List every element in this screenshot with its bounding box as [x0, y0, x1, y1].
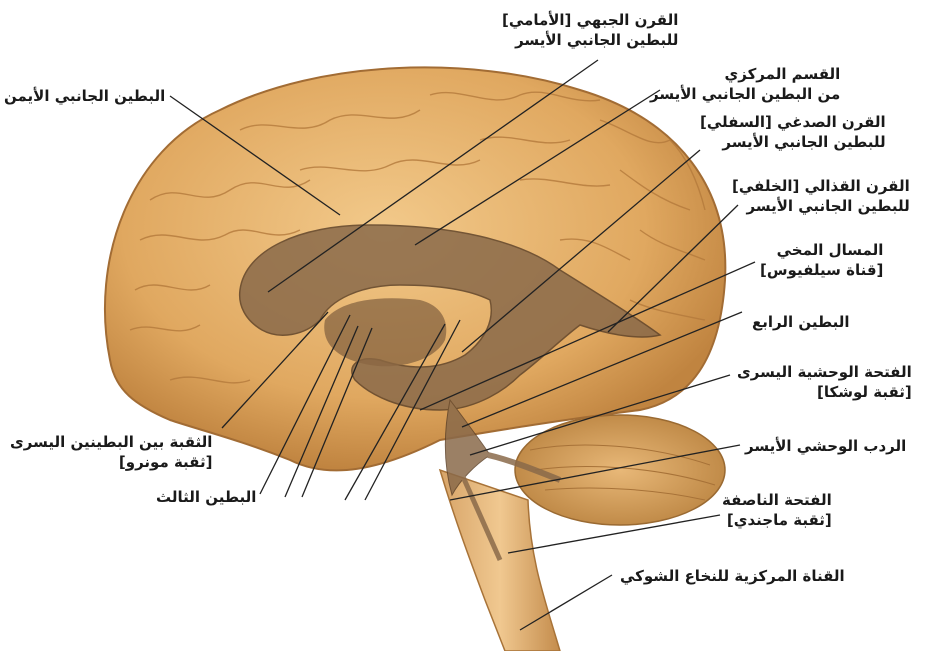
central-part-line1: القسم المركزي: [650, 64, 840, 84]
label-left-lateral-aperture: الفتحة الوحشية اليسرى [ثقبة لوشكا]: [737, 362, 912, 402]
left-lateral-aperture-line2: [ثقبة لوشكا]: [737, 382, 912, 402]
fourth-ventricle-line1: البطين الرابع: [752, 312, 849, 332]
frontal-horn-line2: للبطين الجانبي الأيسر: [502, 30, 678, 50]
label-left-lateral-recess: الردب الوحشي الأيسر: [745, 436, 906, 456]
occipital-horn-line2: للبطين الجانبي الأيسر: [732, 196, 910, 216]
frontal-horn-line1: القرن الجبهي [الأمامي]: [502, 10, 678, 30]
label-fourth-ventricle: البطين الرابع: [752, 312, 849, 332]
label-third-ventricle: البطين الثالث: [156, 487, 256, 507]
label-central-canal: القناة المركزية للنخاع الشوكي: [620, 566, 845, 586]
third-ventricle-line1: البطين الثالث: [156, 487, 256, 507]
cerebral-aqueduct-line2: [قناة سيلفيوس]: [760, 260, 883, 280]
median-aperture-line1: الفتحة الناصفة: [722, 490, 832, 510]
label-occipital-horn: القرن القذالي [الخلفي] للبطين الجانبي ال…: [732, 176, 910, 216]
label-median-aperture: الفتحة الناصفة [ثقبة ماجندي]: [722, 490, 832, 530]
interventricular-foramen-line1: الثقبة بين البطينين اليسرى: [10, 432, 212, 452]
central-canal-line1: القناة المركزية للنخاع الشوكي: [620, 566, 845, 586]
occipital-horn-line1: القرن القذالي [الخلفي]: [732, 176, 910, 196]
label-right-lateral-ventricle: البطين الجانبي الأيمن: [4, 86, 165, 106]
left-lateral-aperture-line1: الفتحة الوحشية اليسرى: [737, 362, 912, 382]
central-part-line2: من البطين الجانبي الأيسر: [650, 84, 840, 104]
label-central-part: القسم المركزي من البطين الجانبي الأيسر: [650, 64, 840, 104]
label-interventricular-foramen: الثقبة بين البطينين اليسرى [ثقبة مونرو]: [10, 432, 212, 472]
label-cerebral-aqueduct: المسال المخي [قناة سيلفيوس]: [760, 240, 883, 280]
median-aperture-line2: [ثقبة ماجندي]: [722, 510, 832, 530]
label-frontal-horn: القرن الجبهي [الأمامي] للبطين الجانبي ال…: [502, 10, 678, 50]
right-lateral-ventricle-line1: البطين الجانبي الأيمن: [4, 86, 165, 106]
cerebral-aqueduct-line1: المسال المخي: [760, 240, 883, 260]
temporal-horn-line1: القرن الصدغي [السفلي]: [700, 112, 886, 132]
interventricular-foramen-line2: [ثقبة مونرو]: [10, 452, 212, 472]
temporal-horn-line2: للبطين الجانبي الأيسر: [700, 132, 886, 152]
label-temporal-horn: القرن الصدغي [السفلي] للبطين الجانبي الأ…: [700, 112, 886, 152]
left-lateral-recess-line1: الردب الوحشي الأيسر: [745, 436, 906, 456]
